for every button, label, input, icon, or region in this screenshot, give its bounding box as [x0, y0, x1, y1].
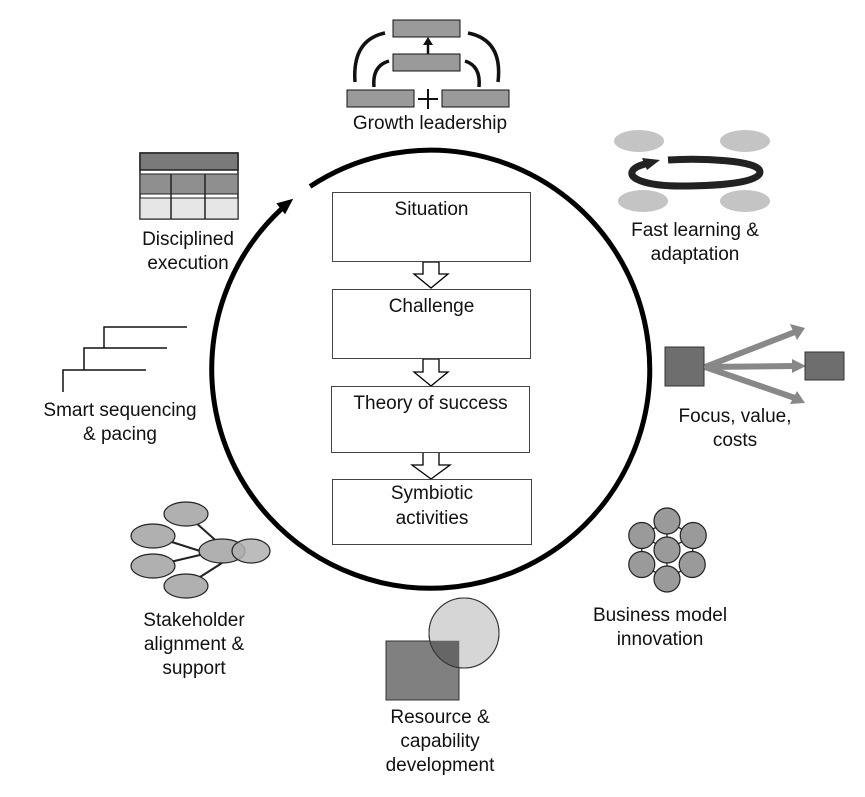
flow-label-symbiotic-line1: Symbiotic: [390, 483, 474, 504]
label-line: Fast learning &: [631, 220, 759, 241]
flow-arrows: [410, 261, 452, 480]
network-node: [653, 536, 681, 564]
flow-label-theory: Theory of success: [353, 393, 508, 414]
stakeholder-ellipses-icon: [130, 501, 271, 599]
label-line: support: [162, 658, 226, 679]
down-arrow-2: [412, 358, 450, 387]
overlap-square-circle-icon: [385, 597, 500, 701]
label-line: Focus, value,: [678, 406, 792, 427]
network-node: [653, 565, 681, 593]
down-arrow-3: [410, 451, 452, 480]
network-node: [679, 521, 707, 550]
cycle-arrow: [209, 147, 653, 591]
label-growth-leadership: Growth leadership: [330, 112, 530, 136]
growth-leadership-icon: [346, 19, 510, 109]
flow-label-symbiotic-line2: activities: [395, 508, 469, 529]
label-line: Smart sequencing: [43, 400, 197, 421]
label-line: Stakeholder: [143, 610, 245, 631]
label-disciplined-execution: Disciplined execution: [88, 228, 288, 276]
label-line: adaptation: [650, 244, 740, 265]
flow-label-situation: Situation: [394, 199, 469, 220]
label-line: development: [385, 755, 495, 776]
label-line: innovation: [616, 629, 704, 650]
label-focus-value-costs: Focus, value, costs: [635, 405, 835, 453]
flow-box-situation: Situation: [332, 192, 531, 262]
diverging-arrows-icon: [664, 324, 845, 404]
flow-box-theory-of-success: Theory of success: [331, 386, 530, 453]
network-node: [628, 521, 656, 550]
cycle-loop-icon: [614, 130, 770, 212]
label-line: Disciplined: [142, 229, 234, 250]
staircase-icon: [62, 326, 187, 392]
label-line: alignment &: [143, 634, 245, 655]
flow-box-symbiotic-activities: Symbiotic activities: [332, 479, 532, 545]
label-line: execution: [147, 253, 229, 274]
label-business-model: Business model innovation: [560, 604, 760, 652]
down-arrow-1: [412, 261, 450, 289]
label-line: & pacing: [83, 424, 157, 445]
network-nodes-icon: [628, 507, 707, 593]
label-line: Business model: [592, 605, 728, 626]
label-line: Growth leadership: [352, 113, 508, 134]
network-node: [678, 550, 706, 579]
label-line: Resource &: [390, 707, 490, 728]
label-stakeholder: Stakeholder alignment & support: [94, 609, 294, 681]
label-line: capability: [400, 731, 480, 752]
label-resource-capability: Resource & capability development: [340, 706, 540, 778]
label-fast-learning: Fast learning & adaptation: [595, 219, 795, 267]
flow-label-challenge: Challenge: [388, 296, 475, 317]
label-line: costs: [712, 430, 758, 451]
label-smart-sequencing: Smart sequencing & pacing: [20, 399, 220, 447]
network-node: [628, 550, 656, 579]
table-grid-icon: [139, 152, 239, 220]
flow-box-challenge: Challenge: [332, 289, 531, 359]
network-node: [653, 507, 681, 535]
